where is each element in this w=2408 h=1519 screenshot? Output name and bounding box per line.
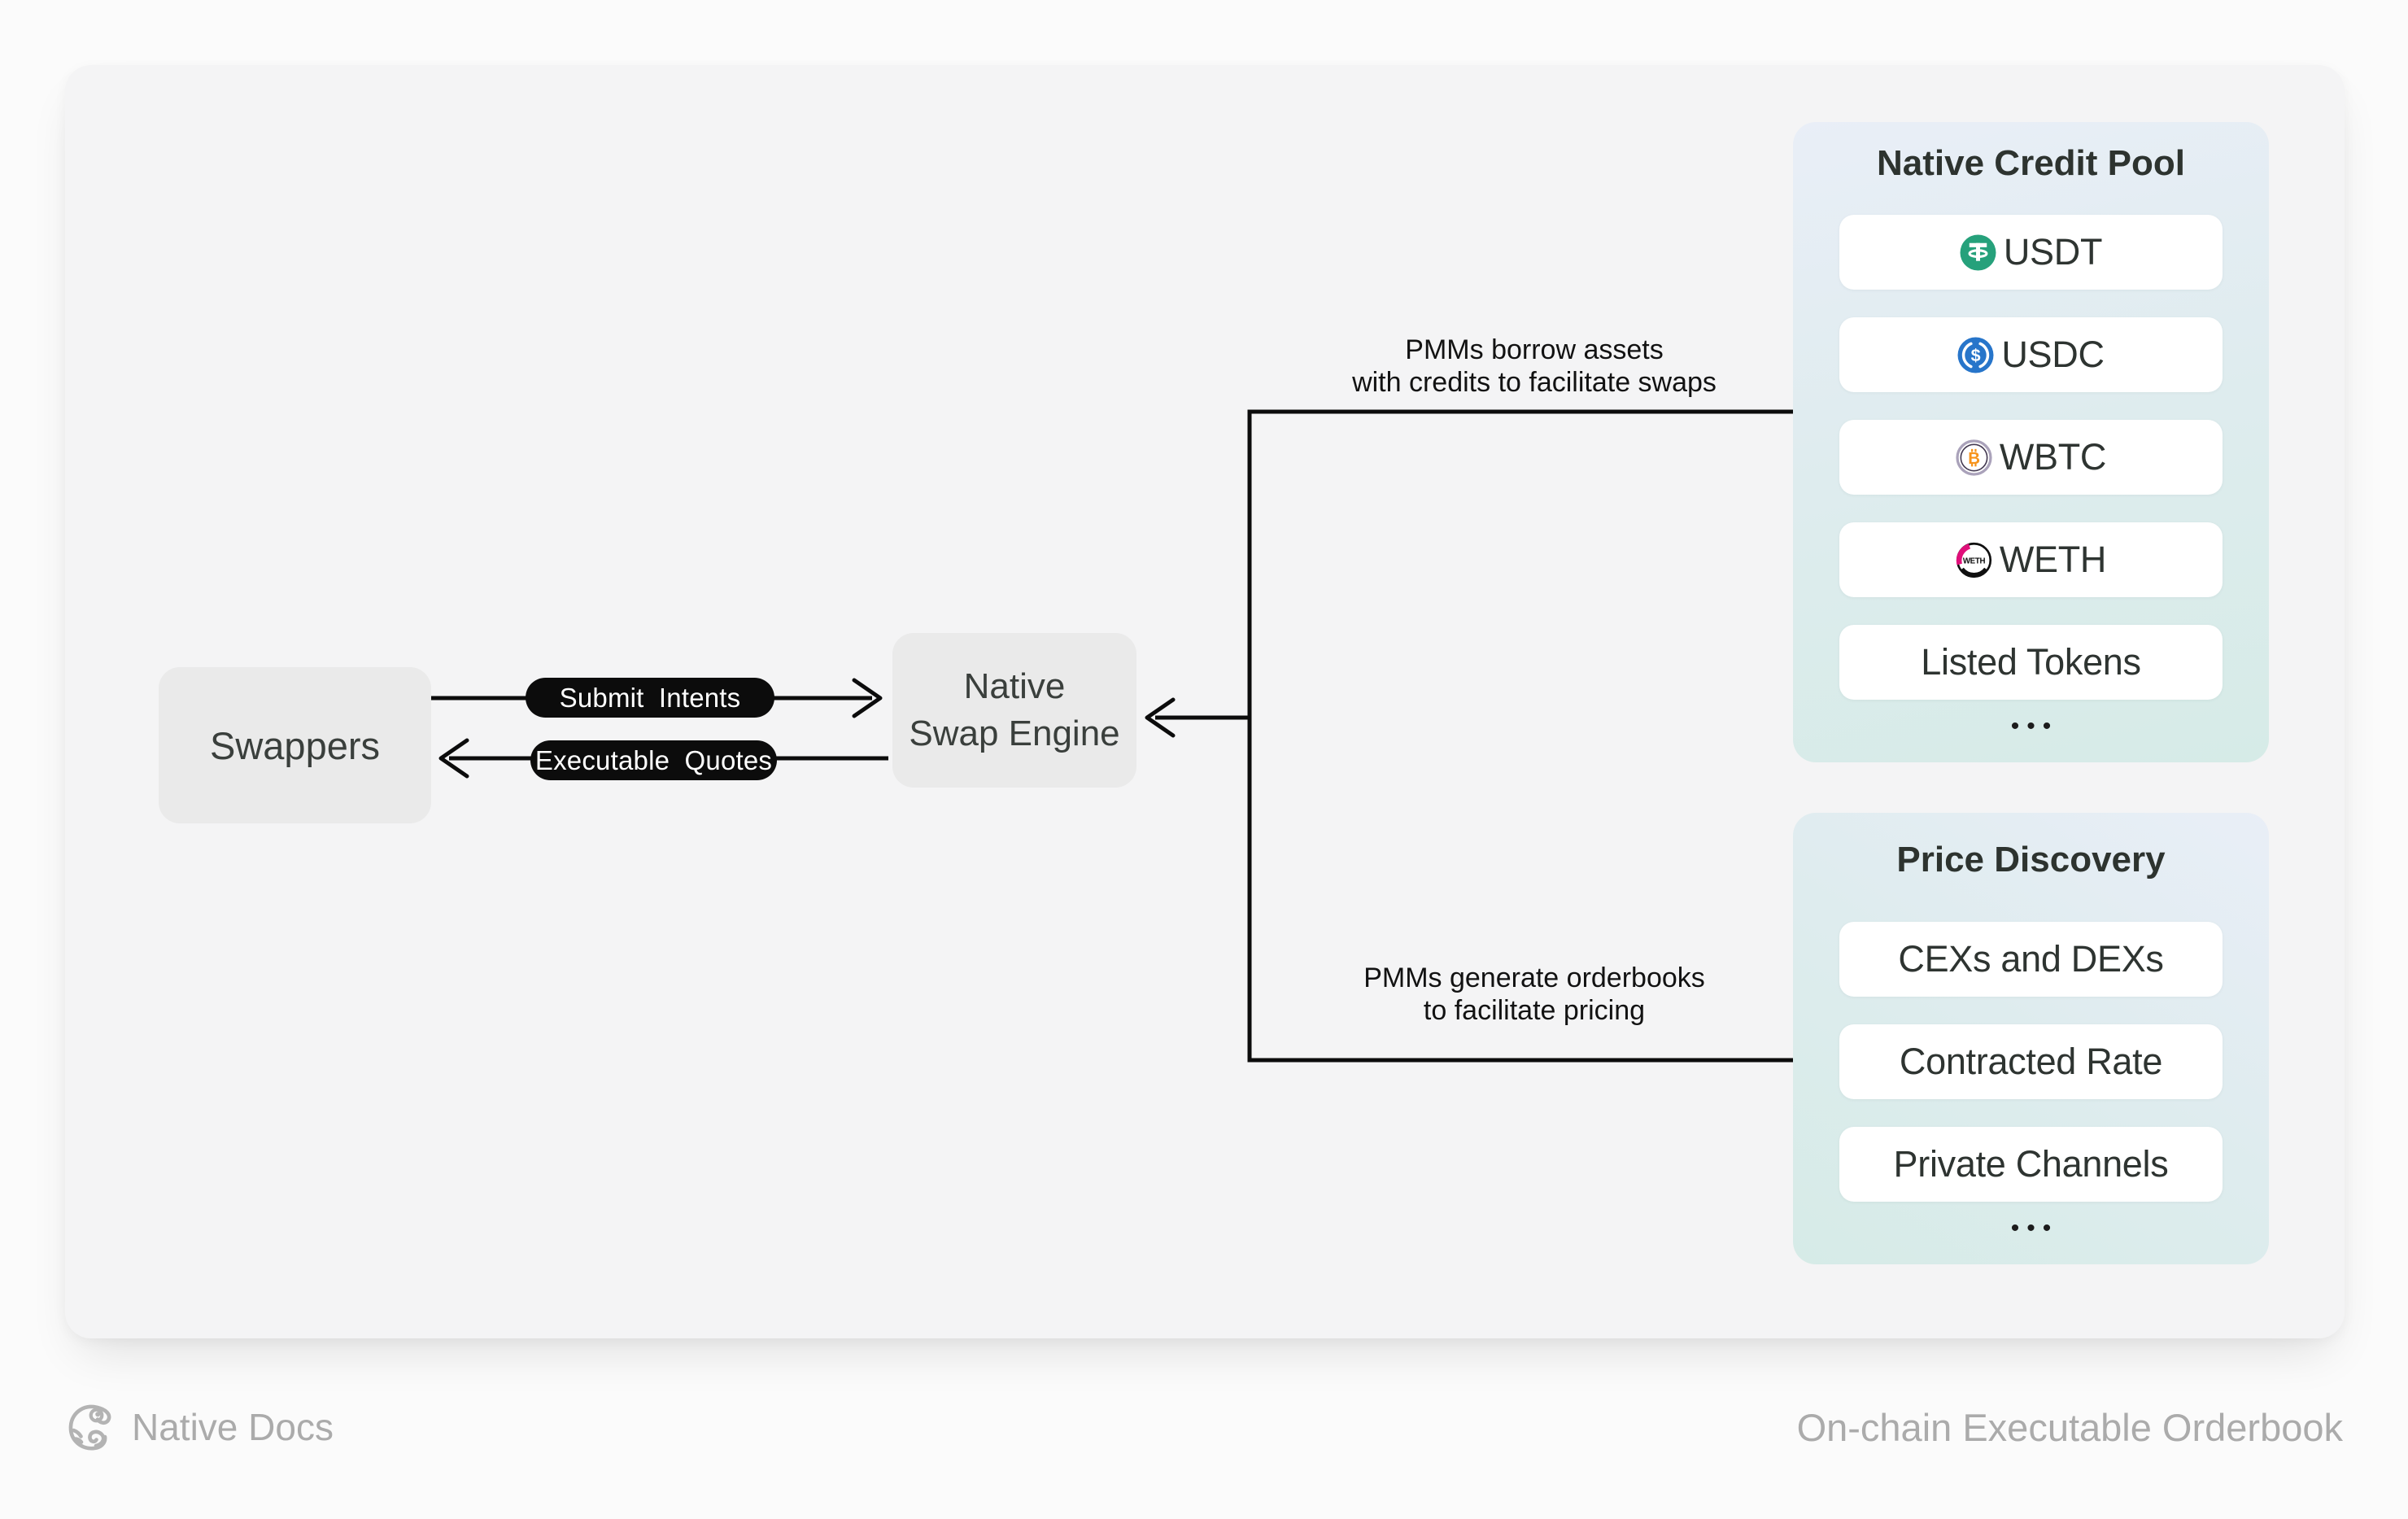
chameleon-logo-icon <box>68 1404 111 1451</box>
swappers-node: Swappers <box>159 667 431 823</box>
footer-brand: Native Docs <box>63 1401 334 1453</box>
token-row-listed-tokens: Listed Tokens <box>1839 625 2223 700</box>
credit-pool-token-list: USDT $ USDC <box>1839 215 2223 700</box>
annotation-pmm-orderbooks: PMMs generate orderbooks to facilitate p… <box>1363 962 1705 1026</box>
price-discovery-panel: Price Discovery CEXs and DEXs Contracted… <box>1793 813 2269 1264</box>
usdc-icon: $ <box>1957 337 1994 373</box>
executable-quotes-arrowhead-icon <box>438 738 469 779</box>
brand-label: Native Docs <box>132 1406 334 1448</box>
native-swap-engine-node: Native Swap Engine <box>892 633 1136 788</box>
token-label: USDT <box>2003 231 2103 273</box>
token-label: WETH <box>1999 539 2107 580</box>
token-row-usdt: USDT <box>1839 215 2223 290</box>
source-label: Private Channels <box>1893 1143 2169 1185</box>
token-row-weth: WETH WETH <box>1839 522 2223 597</box>
engine-feed-arrowhead-icon <box>1145 697 1176 738</box>
usdt-icon <box>1960 234 1996 270</box>
svg-text:B: B <box>1968 449 1979 468</box>
submit-intents-arrowhead-icon <box>852 678 883 718</box>
source-row-cexs-dexs: CEXs and DEXs <box>1839 922 2223 997</box>
source-row-private-channels: Private Channels <box>1839 1127 2223 1202</box>
token-label: USDC <box>2001 334 2105 375</box>
source-row-contracted-rate: Contracted Rate <box>1839 1024 2223 1099</box>
price-discovery-source-list: CEXs and DEXs Contracted Rate Private Ch… <box>1839 922 2223 1202</box>
footer-caption-label: On-chain Executable Orderbook <box>1796 1405 2343 1449</box>
annotation-pmm-borrow: PMMs borrow assets with credits to facil… <box>1352 334 1717 398</box>
more-sources-ellipsis: ••• <box>2010 1215 2059 1242</box>
token-row-usdc: $ USDC <box>1839 317 2223 392</box>
svg-text:$: $ <box>1971 346 1981 365</box>
source-label: CEXs and DEXs <box>1898 938 2164 980</box>
token-label: Listed Tokens <box>1921 641 2141 683</box>
credit-pool-title: Native Credit Pool <box>1877 143 2185 183</box>
source-label: Contracted Rate <box>1899 1041 2163 1082</box>
native-credit-pool-panel: Native Credit Pool USDT $ USDC <box>1793 122 2269 762</box>
submit-intents-pill: Submit Intents <box>526 678 774 718</box>
pmm-bracket-line <box>1247 409 1796 1063</box>
wbtc-icon: B <box>1956 439 1992 476</box>
more-tokens-ellipsis: ••• <box>2010 713 2059 740</box>
weth-icon: WETH <box>1956 542 1991 578</box>
price-discovery-title: Price Discovery <box>1896 840 2166 880</box>
executable-quotes-pill: Executable Quotes <box>530 740 777 780</box>
token-label: WBTC <box>1999 436 2107 478</box>
svg-text:WETH: WETH <box>1963 557 1986 565</box>
footer-caption: On-chain Executable Orderbook <box>1797 1401 2343 1453</box>
token-row-wbtc: B WBTC <box>1839 420 2223 495</box>
